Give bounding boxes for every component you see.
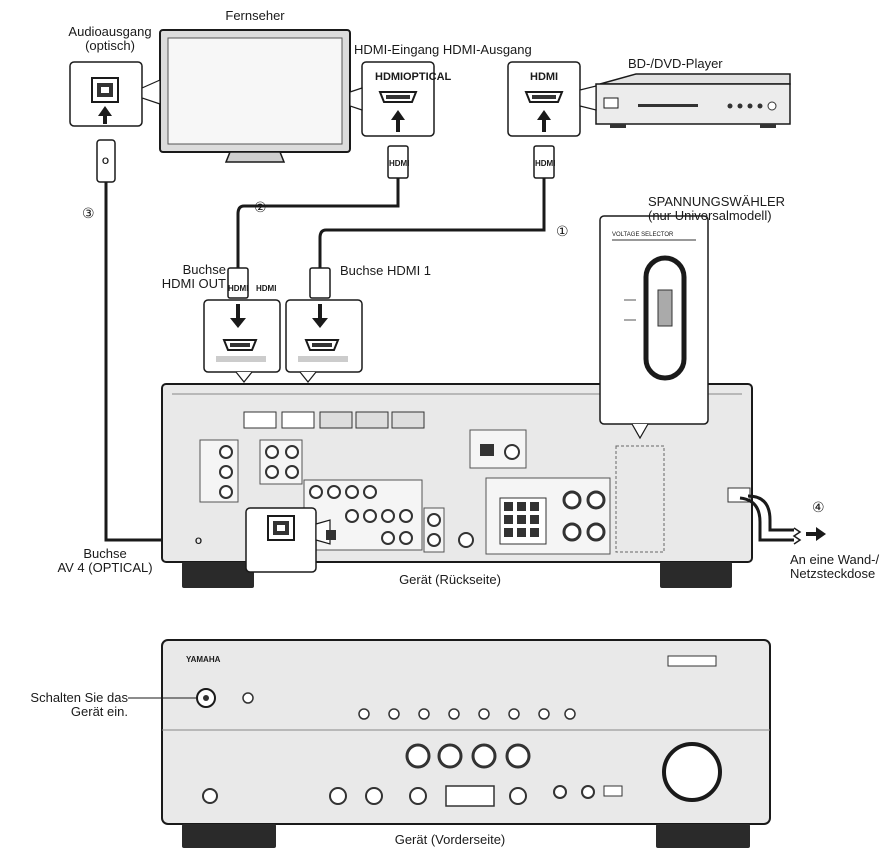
hdmi-cable-out xyxy=(227,145,409,299)
brand-logo: YAMAHA xyxy=(186,655,221,664)
plug-hdmi-label-out: HDMI xyxy=(228,284,249,293)
power-on-label-2: Gerät ein. xyxy=(70,704,128,719)
jack-av4-label-2: AV 4 (OPTICAL) xyxy=(57,560,153,575)
tv-hdmi-callout xyxy=(349,61,435,137)
plug-hdmi-label-tv: HDMI xyxy=(389,159,410,168)
plug-hdmi-label-in: HDMI xyxy=(256,284,277,293)
jack-av4-label-1: Buchse xyxy=(83,546,127,561)
tv-port-optical-label: OPTICAL xyxy=(403,71,452,83)
audio-out-label: Audioausgang xyxy=(68,24,152,39)
rear-caption: Gerät (Rückseite) xyxy=(399,572,501,587)
player-port-hdmi-label: HDMI xyxy=(530,71,559,83)
wall-outlet-label-2: Netzsteckdose xyxy=(790,566,876,581)
step-1-marker: ① xyxy=(556,223,569,239)
bd-player-icon xyxy=(595,73,791,128)
step-2-marker: ② xyxy=(254,199,267,215)
tv-icon xyxy=(159,29,351,163)
voltage-selector-callout xyxy=(599,215,709,440)
audio-out-sublabel: (optisch) xyxy=(85,38,135,53)
front-caption: Gerät (Vorderseite) xyxy=(394,832,506,847)
voltage-selector-label: SPANNUNGSWÄHLER xyxy=(648,194,786,209)
voltage-panel-title: VOLTAGE SELECTOR xyxy=(612,232,674,238)
step-4-marker: ④ xyxy=(812,499,825,515)
bd-player-label: BD-/DVD-Player xyxy=(628,56,723,71)
rear-hdmi-out-callout xyxy=(203,299,281,383)
plug-optical-label-tv: O xyxy=(102,156,110,166)
power-on-label-1: Schalten Sie das xyxy=(30,690,128,705)
plug-hdmi-label-player: HDMI xyxy=(535,159,556,168)
jack-hdmi1-label: Buchse HDMI 1 xyxy=(340,263,432,278)
rear-optical-callout xyxy=(245,507,336,573)
plug-optical-label-rear: O xyxy=(195,536,203,546)
tv-optical-callout xyxy=(69,61,161,127)
jack-hdmi-out-label-1: Buchse xyxy=(182,262,226,277)
tv-label: Fernseher xyxy=(225,8,285,23)
rear-hdmi1-callout xyxy=(285,299,363,383)
hdmi-cable-in xyxy=(309,145,555,299)
tv-port-hdmi-label: HDMI xyxy=(375,71,404,83)
hdmi-in-out-label: HDMI-Eingang HDMI-Ausgang xyxy=(354,42,532,57)
player-hdmi-callout xyxy=(507,61,597,137)
voltage-selector-sublabel: (nur Universalmodell) xyxy=(648,208,772,223)
wall-outlet-label-1: An eine Wand-/ xyxy=(790,552,880,567)
jack-hdmi-out-label-2: HDMI OUT xyxy=(161,276,226,291)
step-3-marker: ③ xyxy=(82,205,95,221)
receiver-front xyxy=(128,639,771,848)
